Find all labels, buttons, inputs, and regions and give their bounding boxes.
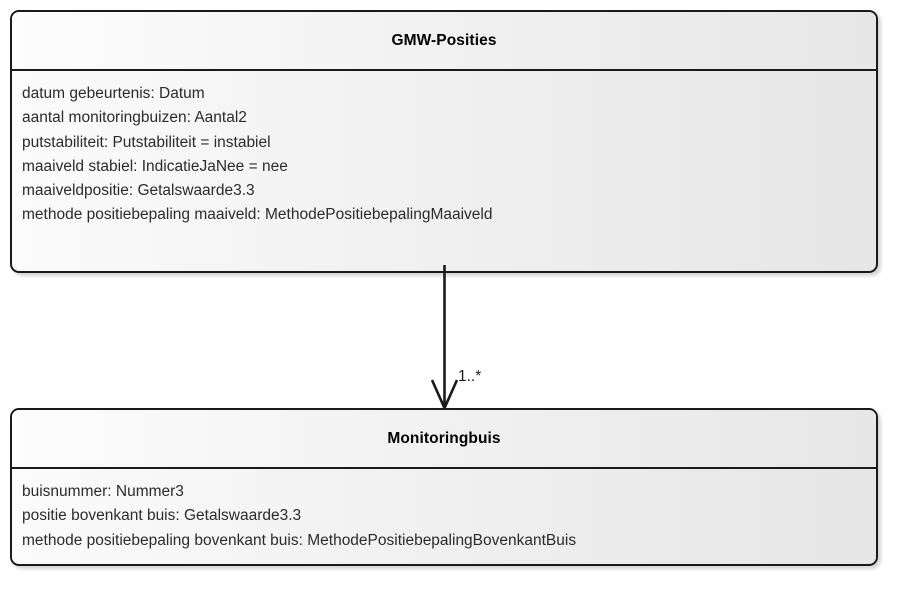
class-attribute: aantal monitoringbuizen: Aantal2 — [22, 109, 247, 127]
class-attribute: maaiveldpositie: Getalswaarde3.3 — [22, 182, 255, 200]
class-name-monitoringbuis: Monitoringbuis — [387, 429, 501, 447]
class-attribute: datum gebeurtenis: Datum — [22, 85, 205, 102]
class-box-monitoringbuis[interactable]: Monitoringbuis buisnummer: Nummer3 posit… — [10, 408, 878, 566]
class-attributes-gmw-posities: datum gebeurtenis: Datum aantal monitori… — [12, 71, 876, 236]
class-attribute: buisnummer: Nummer3 — [22, 483, 184, 500]
association-connector-gmw-posities-monitoringbuis[interactable] — [400, 265, 570, 415]
class-attribute: methode positiebepaling maaiveld: Method… — [22, 206, 493, 224]
class-attributes-monitoringbuis: buisnummer: Nummer3 positie bovenkant bu… — [12, 469, 876, 561]
class-header-gmw-posities: GMW-Posities — [12, 12, 876, 71]
class-name-gmw-posities: GMW-Posities — [391, 31, 497, 49]
class-header-monitoringbuis: Monitoringbuis — [12, 410, 876, 469]
class-box-gmw-posities[interactable]: GMW-Posities datum gebeurtenis: Datum aa… — [10, 10, 878, 273]
class-attribute: positie bovenkant buis: Getalswaarde3.3 — [22, 507, 302, 525]
class-attribute: putstabiliteit: Putstabiliteit = instabi… — [22, 133, 271, 151]
class-attribute: methode positiebepaling bovenkant buis: … — [22, 531, 577, 549]
class-attribute: maaiveld stabiel: IndicatieJaNee = nee — [22, 157, 288, 175]
association-multiplicity-label: 1..* — [458, 368, 482, 385]
open-arrow-icon — [430, 379, 459, 412]
